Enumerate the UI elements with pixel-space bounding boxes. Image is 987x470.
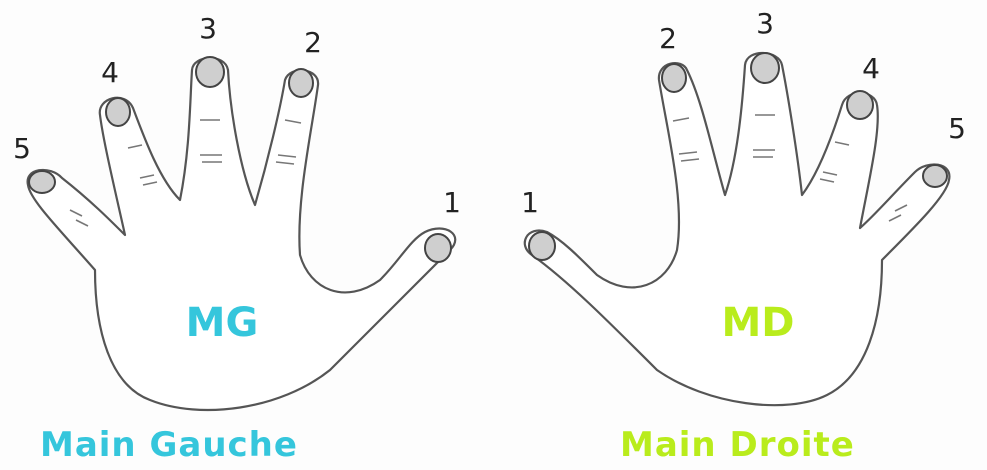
left-nail-1 bbox=[425, 234, 451, 262]
right-finger-number: 4 bbox=[862, 52, 880, 85]
right-hand-outline bbox=[525, 53, 950, 405]
left-nail-3 bbox=[196, 57, 224, 87]
left-hand-caption: Main Gauche bbox=[40, 425, 298, 465]
left-finger-number: 3 bbox=[199, 12, 217, 45]
right-nail-1 bbox=[529, 232, 555, 260]
right-finger-number: 5 bbox=[948, 112, 966, 145]
left-nail-4 bbox=[106, 98, 130, 126]
right-finger-number: 3 bbox=[756, 7, 774, 40]
right-hand bbox=[525, 53, 950, 405]
left-finger-number: 2 bbox=[304, 26, 322, 59]
right-nail-2 bbox=[662, 64, 686, 92]
right-nail-4 bbox=[847, 91, 873, 119]
left-finger-number: 1 bbox=[443, 186, 461, 219]
right-hand-abbr: MD bbox=[721, 300, 794, 346]
hands-illustration: 5 4 3 2 1 1 2 3 4 5 MG MD bbox=[0, 0, 987, 420]
left-finger-number: 5 bbox=[13, 132, 31, 165]
right-finger-number: 1 bbox=[521, 186, 539, 219]
right-hand-caption: Main Droite bbox=[620, 425, 855, 465]
left-hand-abbr: MG bbox=[186, 300, 259, 346]
left-nail-5 bbox=[29, 171, 55, 193]
right-nail-3 bbox=[751, 53, 779, 83]
right-finger-number: 2 bbox=[659, 22, 677, 55]
left-hand bbox=[28, 57, 456, 410]
left-hand-outline bbox=[28, 58, 456, 410]
left-finger-number: 4 bbox=[101, 56, 119, 89]
left-nail-2 bbox=[289, 69, 313, 97]
right-nail-5 bbox=[923, 165, 947, 187]
